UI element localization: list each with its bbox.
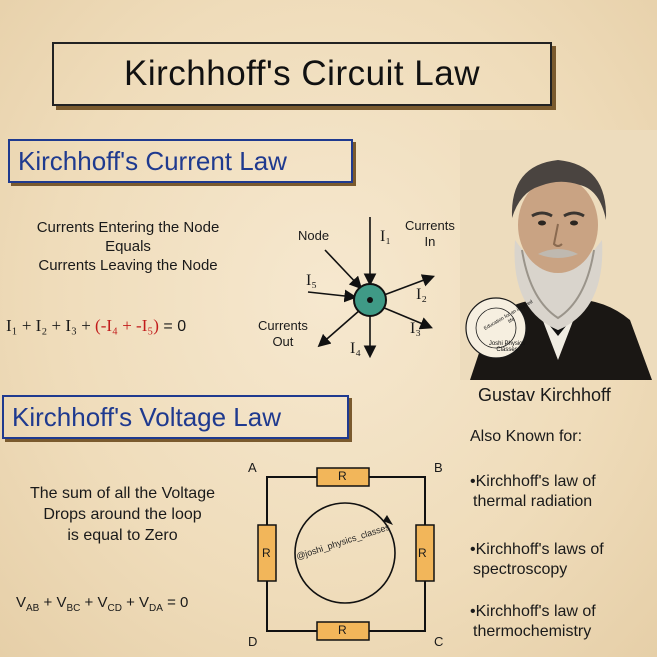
kvl-eq-sub-ab: AB [26,603,40,614]
resistor-left-label: R [262,546,271,560]
currents-in-label: Currents In [405,218,455,250]
label-i2: I₂ [416,286,427,303]
currents-out-line-1: Currents [258,318,308,333]
current-in-arrow [324,249,363,290]
kcl-equation-negative-terms: (-I₄ + -I₅) [95,316,159,335]
known-for-item-2-line-1: •Kirchhoff's laws of [470,541,604,558]
kvl-eq-sub-cd: CD [107,603,122,614]
kvl-eq-sub-bc: BC [66,603,81,614]
known-for-item-1-line-1: •Kirchhoff's law of [470,473,596,490]
joshi-logo [465,297,527,359]
known-for-item-3-line-2: thermochemistry [473,623,592,640]
kcl-desc-line-3: Currents Leaving the Node [38,257,218,274]
kirchhoff-portrait [460,130,657,380]
corner-b-label: B [434,460,443,475]
kvl-description: The sum of all the Voltage Drops around … [0,483,245,546]
node-center-dot [367,297,373,303]
logo-text: Joshi Physics Classes [488,341,526,353]
currents-out-label: Currents Out [258,318,308,350]
current-out-arrow [317,309,361,348]
loop-direction-circle [294,502,396,604]
kcl-equation-right: = 0 [158,318,187,335]
kvl-eq-equals: = 0 [162,594,189,611]
also-known-heading: Also Known for: [470,428,583,445]
kvl-desc-line-1: The sum of all the Voltage [30,485,215,502]
known-for-item-2-line-2: spectroscopy [473,561,568,578]
corner-d-label: D [248,634,258,649]
current-i3-arrow [381,306,433,330]
kcl-node-diagram [307,217,435,359]
kvl-circuit-diagram [257,467,435,641]
kcl-desc-line-1: Currents Entering the Node [36,219,220,236]
person-name: Gustav Kirchhoff [478,385,611,405]
currents-out-line-2: Out [272,334,294,349]
resistor-right [415,524,435,582]
resistor-left [257,524,277,582]
kvl-equation: VAB + VBC + VCD + VDA = 0 [16,594,188,614]
label-i4: I₄ [350,340,361,357]
label-i1: I₁ [380,228,391,245]
current-i5-arrow [307,289,358,303]
loop-arrow-head [383,515,393,525]
known-for-item-1: •Kirchhoff's law of thermal radiation [470,472,596,512]
kcl-heading: Kirchhoff's Current Law [8,139,353,183]
corner-c-label: C [434,634,444,649]
label-i3: I₃ [410,320,421,337]
resistor-right-label: R [418,546,427,560]
currents-in-line-1: Currents [405,218,455,233]
kvl-desc-line-2: Drops around the loop [43,506,202,523]
kcl-description: Currents Entering the Node Equals Curren… [8,218,248,275]
kvl-eq-sub-da: DA [149,603,163,614]
kvl-eq-v4: + V [121,594,150,611]
resistor-top-label: R [338,469,347,483]
resistor-top [316,467,370,487]
kvl-desc-line-3: is equal to Zero [67,527,178,544]
kvl-heading: Kirchhoff's Voltage Law [2,395,349,439]
page-title: Kirchhoff's Circuit Law [52,42,552,106]
label-i5: I₅ [306,272,317,289]
kvl-eq-v3: + V [80,594,108,611]
currents-in-line-2: In [424,234,436,249]
kvl-eq-v2: + V [39,594,67,611]
resistor-bottom [316,621,370,641]
known-for-item-3-line-1: •Kirchhoff's law of [470,603,596,620]
known-for-item-2: •Kirchhoff's laws of spectroscopy [470,540,604,580]
resistor-bottom-label: R [338,623,347,637]
circuit-loop [266,476,426,632]
kcl-desc-line-2: Equals [105,238,151,255]
node-label: Node [298,228,330,243]
kvl-eq-v1: V [16,594,27,611]
current-i2-arrow [383,274,435,296]
kcl-equation: I₁ + I₂ + I₃ + (-I₄ + -I₅) = 0 [6,316,186,336]
known-for-item-1-line-2: thermal radiation [473,493,593,510]
corner-a-label: A [248,460,257,475]
kcl-equation-left: I₁ + I₂ + I₃ + [6,316,96,335]
known-for-item-3: •Kirchhoff's law of thermochemistry [470,602,596,642]
